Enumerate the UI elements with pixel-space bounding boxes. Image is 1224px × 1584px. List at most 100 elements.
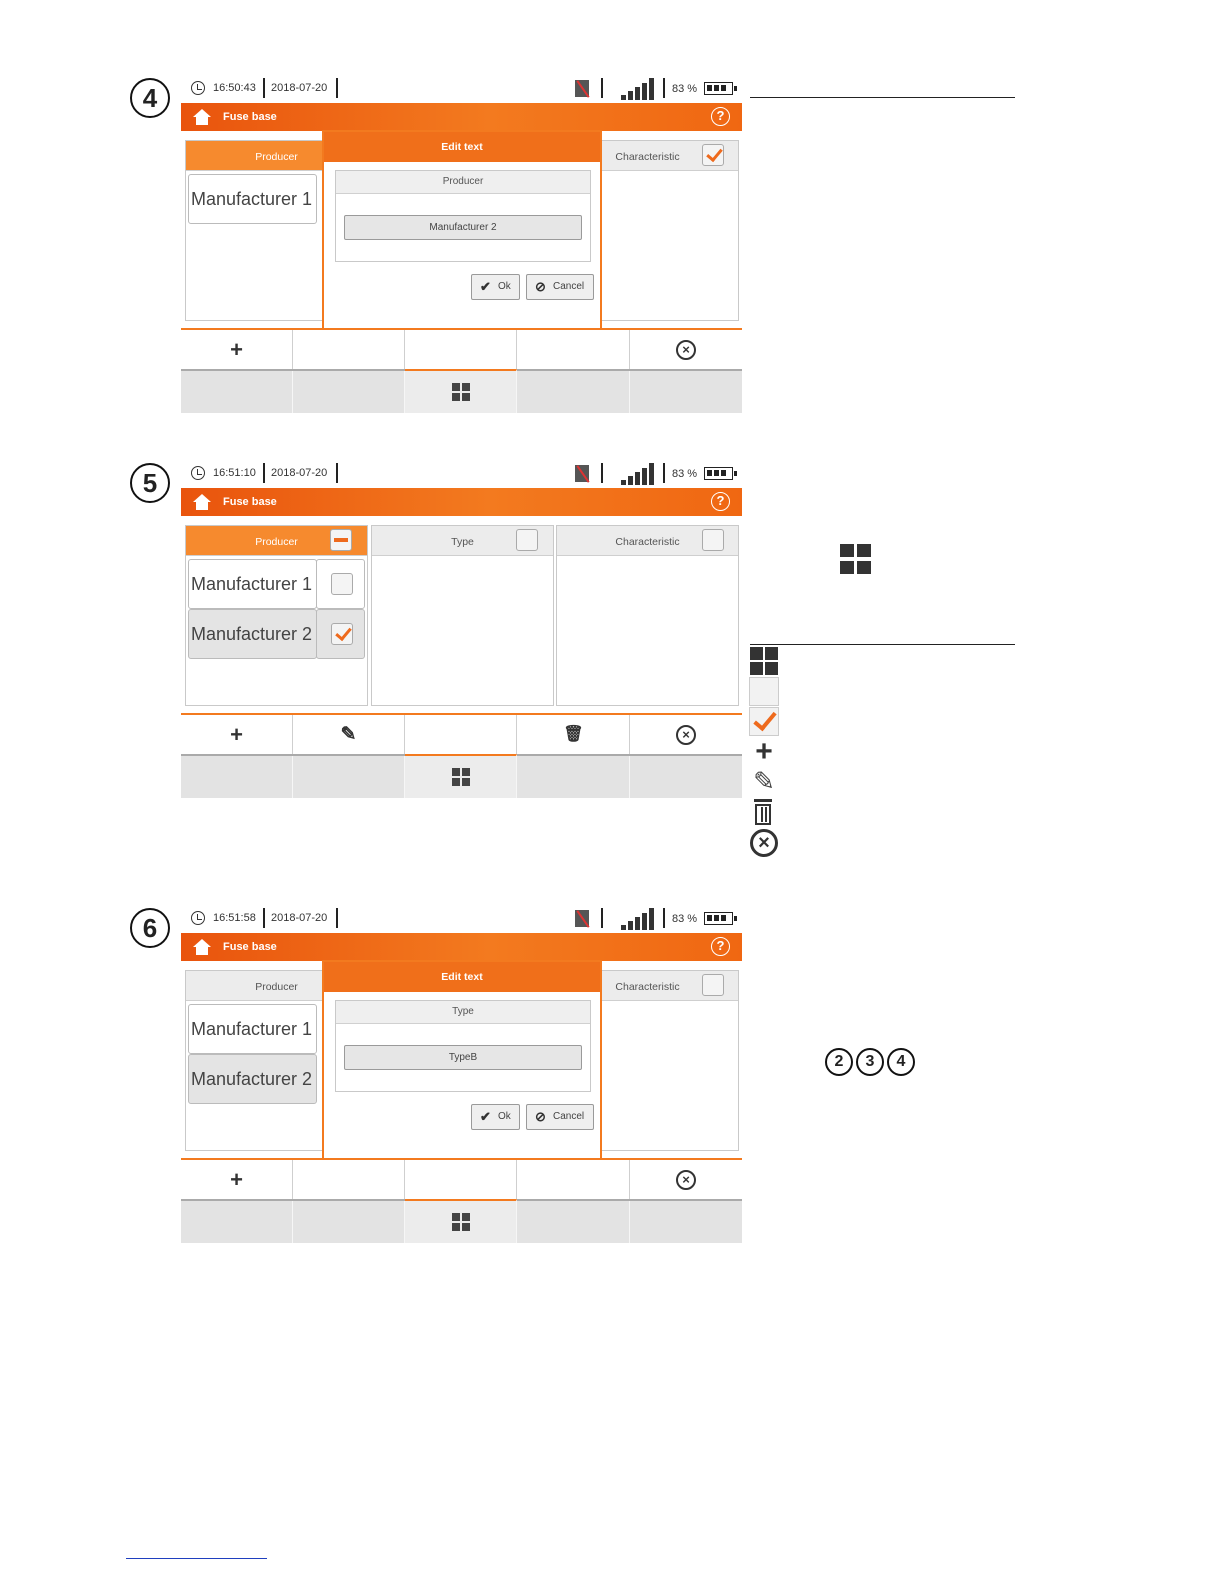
toolbar-slot xyxy=(181,756,293,798)
toolbar-slot xyxy=(630,371,742,413)
trash-icon xyxy=(749,798,779,827)
list-item-checkbox-cell[interactable] xyxy=(316,559,365,609)
footer-link-underline xyxy=(126,1558,267,1559)
status-separator xyxy=(663,463,665,483)
status-separator xyxy=(601,908,603,928)
help-icon[interactable]: ? xyxy=(711,492,730,511)
divider-rule xyxy=(750,97,1015,98)
toolbar-slot xyxy=(518,756,630,798)
toolbar-bottom-row xyxy=(181,1198,742,1243)
status-bar: 16:50:43 2018-07-20 83 % xyxy=(181,76,742,102)
plus-icon: + xyxy=(230,722,243,747)
cancel-label: Cancel xyxy=(553,1111,585,1122)
grid-icon xyxy=(451,1212,470,1231)
toolbar-top-row: + × xyxy=(181,1158,742,1200)
check-icon: ✔ xyxy=(480,279,491,294)
status-time: 16:51:10 xyxy=(213,467,256,479)
grid-icon xyxy=(451,767,470,786)
screen-title: Fuse base xyxy=(223,111,277,123)
producer-select-all-checkbox[interactable] xyxy=(330,529,352,551)
characteristic-panel-header[interactable]: Characteristic xyxy=(557,526,738,556)
status-bar: 16:51:10 2018-07-20 83 % xyxy=(181,461,742,487)
cancel-label: Cancel xyxy=(553,281,585,292)
ok-button[interactable]: ✔ Ok xyxy=(471,274,520,300)
help-icon[interactable]: ? xyxy=(711,107,730,126)
plus-icon: + xyxy=(230,1167,243,1192)
list-item[interactable]: Manufacturer 1 xyxy=(188,174,317,224)
menu-grid-button[interactable] xyxy=(405,1198,517,1243)
toolbar-top-row: + × xyxy=(181,328,742,370)
trash-icon: 🗑 xyxy=(563,726,584,743)
type-panel-header[interactable]: Type xyxy=(372,526,553,556)
home-icon[interactable] xyxy=(193,494,211,510)
producer-panel-label: Producer xyxy=(255,981,298,993)
delete-button[interactable]: 🗑 xyxy=(518,715,630,755)
list-item[interactable]: Manufacturer 1 xyxy=(188,1004,317,1054)
device-screen-step-6: 16:51:58 2018-07-20 83 % Fuse base ? Pro… xyxy=(181,906,742,1243)
toolbar-slot xyxy=(405,715,517,755)
home-icon[interactable] xyxy=(193,109,211,125)
list-item[interactable]: Manufacturer 2 xyxy=(188,609,317,659)
characteristic-select-all-checkbox[interactable] xyxy=(702,529,724,551)
type-select-all-checkbox[interactable] xyxy=(516,529,538,551)
characteristic-select-all-checkbox[interactable] xyxy=(702,974,724,996)
grid-icon xyxy=(451,382,470,401)
home-icon[interactable] xyxy=(193,939,211,955)
add-button[interactable]: + xyxy=(181,1160,293,1200)
checkbox-empty-icon xyxy=(749,677,779,706)
pencil-icon: ✎ xyxy=(340,724,357,745)
add-button[interactable]: + xyxy=(181,330,293,370)
list-item-checkbox-cell[interactable] xyxy=(316,609,365,659)
check-icon: ✔ xyxy=(480,1109,491,1124)
menu-grid-button[interactable] xyxy=(405,753,517,798)
screen-title: Fuse base xyxy=(223,941,277,953)
producer-panel: Producer Manufacturer 1 Manufacturer 2 xyxy=(185,525,368,706)
title-bar: Fuse base ? xyxy=(181,103,742,131)
toolbar-slot xyxy=(630,1201,742,1243)
dialog-field-box: Producer Manufacturer 2 xyxy=(335,170,591,262)
screen-title: Fuse base xyxy=(223,496,277,508)
producer-panel-header[interactable]: Producer xyxy=(186,526,367,556)
battery-icon xyxy=(704,82,737,95)
close-button[interactable]: × xyxy=(630,715,742,755)
toolbar-top-row: + ✎ 🗑 × xyxy=(181,713,742,755)
step-ref-circle: 4 xyxy=(887,1048,915,1076)
checkbox-checked-icon xyxy=(749,706,779,736)
memory-card-icon xyxy=(575,910,589,927)
status-separator xyxy=(336,908,338,928)
toolbar-slot xyxy=(293,756,405,798)
grid-icon xyxy=(840,544,871,575)
dialog-field-label: Producer xyxy=(336,171,590,194)
status-separator xyxy=(263,908,265,928)
close-button[interactable]: × xyxy=(630,330,742,370)
characteristic-select-all-checkbox[interactable] xyxy=(702,144,724,166)
producer-text-input[interactable]: Manufacturer 2 xyxy=(344,215,582,240)
toolbar-slot xyxy=(293,371,405,413)
toolbar-slot xyxy=(518,1160,630,1200)
menu-grid-button[interactable] xyxy=(405,368,517,413)
list-item[interactable]: Manufacturer 1 xyxy=(188,559,317,609)
toolbar: + × xyxy=(181,328,742,413)
plus-icon: + xyxy=(230,337,243,362)
battery-icon xyxy=(704,912,737,925)
grid-icon xyxy=(749,646,779,675)
producer-panel-label: Producer xyxy=(255,151,298,163)
divider-rule xyxy=(750,644,1015,645)
battery-icon xyxy=(704,467,737,480)
list-item-checkbox[interactable] xyxy=(331,623,353,645)
cancel-button[interactable]: ⊘ Cancel xyxy=(526,274,594,300)
type-text-input[interactable]: TypeB xyxy=(344,1045,582,1070)
edit-button[interactable]: ✎ xyxy=(293,715,405,755)
step-number-4: 4 xyxy=(130,78,170,118)
ok-button[interactable]: ✔ Ok xyxy=(471,1104,520,1130)
dialog-title: Edit text xyxy=(324,132,600,162)
cancel-button[interactable]: ⊘ Cancel xyxy=(526,1104,594,1130)
clock-icon xyxy=(191,466,205,480)
list-item-checkbox[interactable] xyxy=(331,573,353,595)
help-icon[interactable]: ? xyxy=(711,937,730,956)
add-button[interactable]: + xyxy=(181,715,293,755)
memory-card-icon xyxy=(575,80,589,97)
list-item[interactable]: Manufacturer 2 xyxy=(188,1054,317,1104)
status-bar: 16:51:58 2018-07-20 83 % xyxy=(181,906,742,932)
close-button[interactable]: × xyxy=(630,1160,742,1200)
